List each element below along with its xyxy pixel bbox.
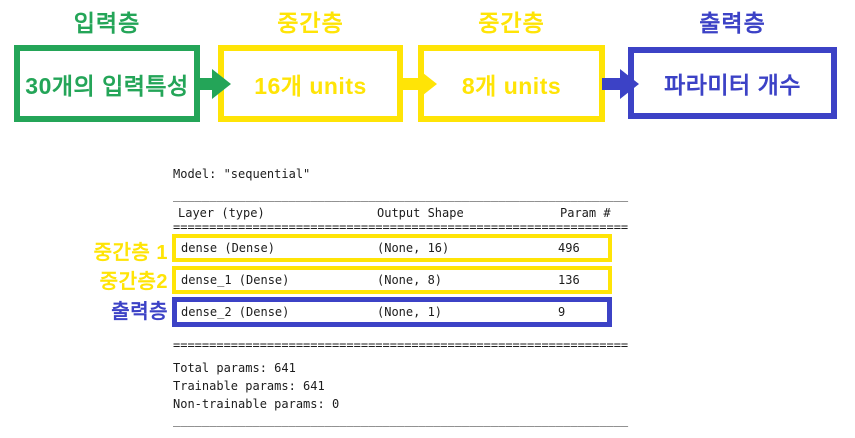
layer-title-output: 출력층 [699,10,766,36]
separator-equals-bottom: ========================================… [173,338,629,352]
cell-param: 9 [558,305,566,319]
side-label-output: 출력층 [111,301,168,323]
side-label-hidden1: 중간층 1 [93,242,168,264]
cell-layer: dense_2 (Dense) [181,305,290,319]
layer-title-hidden1: 중간층 [277,10,344,36]
separator-equals-top: ========================================… [173,220,629,234]
hidden2-layer-box: 8개 units [418,45,605,122]
column-header-layer: Layer (type) [178,206,265,220]
layer-title-input: 입력층 [73,10,141,36]
cell-output: (None, 8) [377,273,443,287]
model-summary-title: Model: "sequential" [173,167,311,181]
cell-layer: dense (Dense) [181,241,275,255]
trainable-params-line: Trainable params: 641 [173,379,325,393]
flow-arrow-green-icon [194,67,232,101]
layer-title-hidden2: 중간층 [478,10,545,36]
separator-underscore-top: ________________________________________… [173,188,629,202]
table-row-dense-1: dense_1 (Dense) (None, 8) 136 [172,266,612,294]
table-row-dense: dense (Dense) (None, 16) 496 [172,234,612,262]
cell-param: 496 [558,241,580,255]
non-trainable-params-line: Non-trainable params: 0 [173,397,340,411]
output-layer-box: 파라미터 개수 [628,47,837,119]
total-params-line: Total params: 641 [173,361,296,375]
flow-arrow-blue-icon [602,67,640,101]
input-layer-box: 30개의 입력특성 [14,45,200,122]
cell-output: (None, 16) [377,241,450,255]
cell-param: 136 [558,273,580,287]
column-header-output: Output Shape [377,206,464,220]
flow-arrow-yellow-icon [400,67,438,101]
table-row-dense-2: dense_2 (Dense) (None, 1) 9 [172,297,612,327]
hidden1-layer-box: 16개 units [218,45,403,122]
cell-layer: dense_1 (Dense) [181,273,290,287]
cell-output: (None, 1) [377,305,443,319]
separator-underscore-bottom: ________________________________________… [173,413,629,427]
side-label-hidden2: 중간층2 [99,271,168,293]
column-header-param: Param # [560,206,611,220]
